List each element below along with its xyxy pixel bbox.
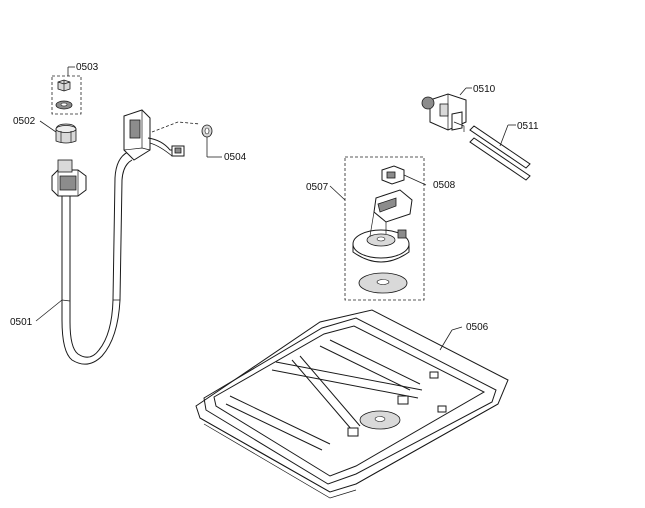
label-0503: 0503: [76, 62, 99, 73]
label-0510: 0510: [473, 84, 496, 95]
part-0506-base-frame: [195, 309, 509, 499]
part-0510-valve: [421, 93, 467, 132]
label-0508: 0508: [433, 180, 456, 191]
label-0507: 0507: [306, 182, 329, 193]
part-0508-connector: [381, 165, 405, 185]
label-0504: 0504: [224, 152, 247, 163]
part-0501-drain-hose: [51, 109, 201, 365]
part-0504-seal-ring: [201, 124, 213, 138]
part-0511-rods: [469, 125, 531, 181]
part-0507-pump-assembly: [344, 156, 425, 301]
part-0502-cap: [55, 123, 77, 144]
label-0511: 0511: [517, 121, 539, 132]
label-0506: 0506: [466, 322, 489, 333]
label-0501: 0501: [10, 317, 33, 328]
leader-lines: [35, 66, 516, 351]
label-0502: 0502: [13, 116, 36, 127]
part-0503-nut-washer: [51, 75, 82, 115]
